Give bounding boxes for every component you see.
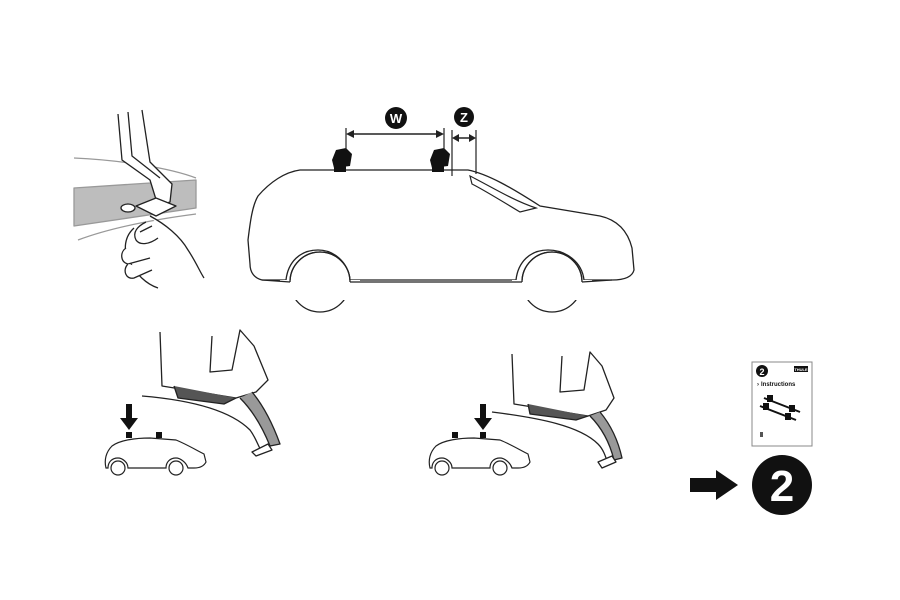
front-foot-closeup <box>141 329 281 457</box>
dimension-z-label: Z <box>460 110 468 125</box>
small-car-front-position <box>104 404 207 476</box>
right-arrow-icon <box>690 478 718 492</box>
dimension-w-label: W <box>390 111 403 126</box>
instructions-booklet: 2 THULE › Instructions <box>751 361 813 447</box>
booklet-title: Instructions <box>761 382 796 388</box>
dimension-z: Z <box>451 107 477 176</box>
next-step-number: 2 <box>770 462 794 511</box>
car-side-view <box>247 169 635 313</box>
small-car-rear-position <box>428 404 531 476</box>
rear-foot-closeup <box>491 351 623 469</box>
next-step-badge <box>752 455 812 515</box>
dimension-w: W <box>345 107 445 150</box>
car-body <box>247 169 635 281</box>
door-frame-detail <box>73 109 205 289</box>
roof-bars-icon <box>759 395 801 421</box>
booklet-chevron-icon: › <box>757 382 759 388</box>
booklet-brand: THULE <box>794 367 808 372</box>
roof-rack-foot-front <box>332 148 352 172</box>
next-step-indicator: 2 <box>690 455 812 515</box>
windshield <box>469 174 539 213</box>
down-arrow-icon <box>474 418 492 430</box>
roof-rack-foot-rear <box>430 148 450 172</box>
down-arrow-icon <box>120 418 138 430</box>
booklet-step-number: 2 <box>759 367 764 377</box>
